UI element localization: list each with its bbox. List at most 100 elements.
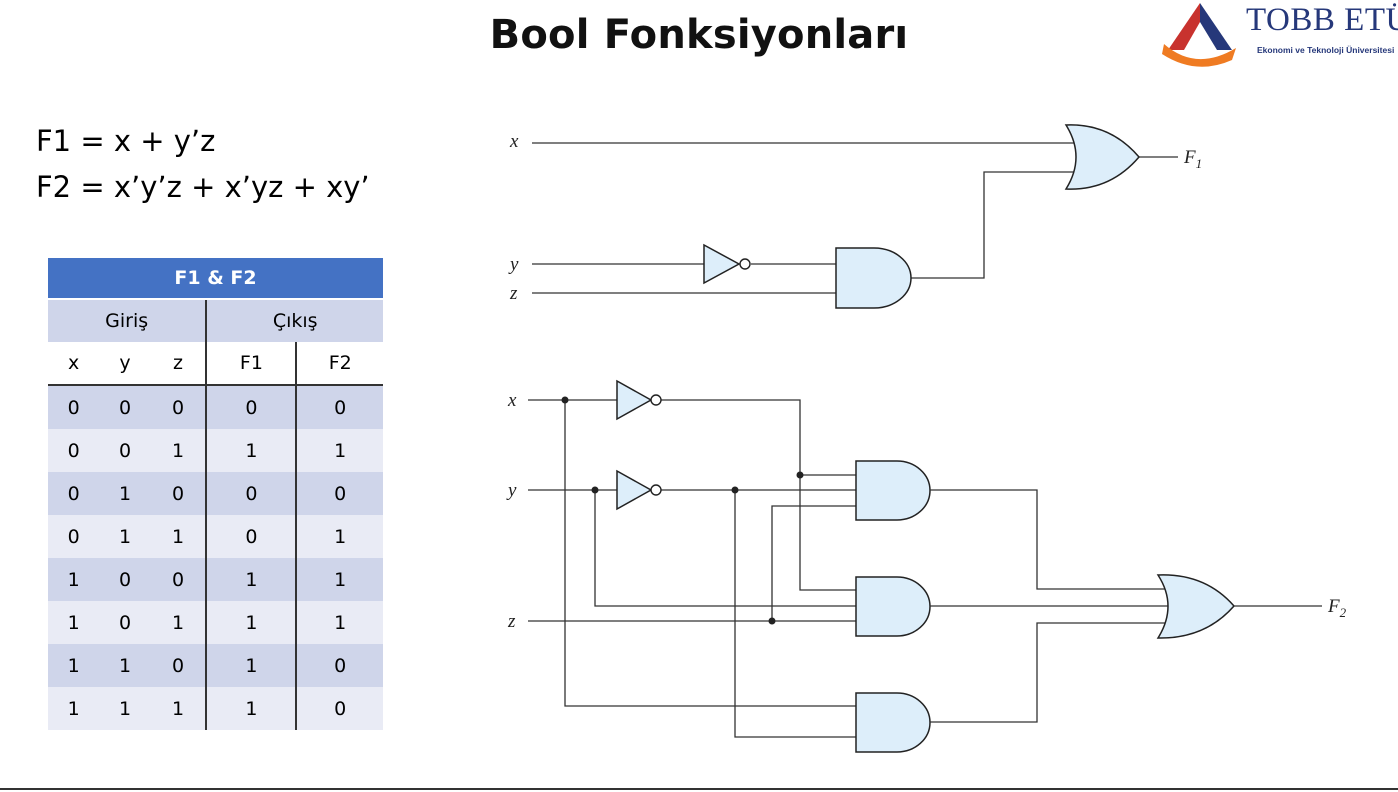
junction-dot [768,617,776,625]
table-cell-f2: 0 [295,472,383,515]
table-cell-x: 1 [48,644,100,687]
table-cell-z: 0 [150,472,207,515]
c2-not-gate-x [616,379,662,421]
table-cell-f2: 0 [295,687,383,730]
circuit-f2: x y z [506,379,1347,753]
c2-wire-y-to-and2 [594,490,856,607]
table-cell-f1: 0 [205,385,297,429]
table-cell-x: 1 [48,558,100,601]
c2-not-gate-y [616,469,662,511]
table-cell-f1: 1 [205,558,297,601]
col-z: z [150,342,207,386]
table-cell-x: 0 [48,385,100,429]
c2-output-label: F2 [1327,596,1347,620]
table-cell-z: 0 [150,644,207,687]
c2-wire-z-to-and1 [771,505,856,621]
table-cell-f1: 0 [205,515,297,558]
c1-and-gate [835,247,912,309]
table-cell-z: 1 [150,515,207,558]
junction-dot [591,486,599,494]
c2-and-gate-2 [855,576,931,637]
bottom-divider [0,788,1398,790]
equation-f2: F2 = x’y’z + x’yz + xy’ [36,170,370,204]
c2-input-y-label: y [506,480,517,501]
c2-and-gate-3 [855,692,931,753]
table-cell-z: 1 [150,429,207,472]
table-cell-z: 0 [150,385,207,429]
c1-input-z-label: z [509,283,518,304]
logo-emblem-icon [1162,3,1236,67]
col-y: y [99,342,151,386]
logo-name: TOBB ETÜ [1246,2,1398,38]
table-cell-x: 0 [48,515,100,558]
c1-input-y-label: y [508,254,519,275]
table-cell-f2: 1 [295,429,383,472]
table-cell-y: 1 [99,644,151,687]
table-cell-x: 0 [48,429,100,472]
table-cell-y: 0 [99,601,151,644]
table-cell-x: 1 [48,601,100,644]
c2-wire-xnot [661,399,856,591]
c2-input-x-label: x [507,390,517,411]
c2-or-gate [1156,574,1235,639]
table-cell-f2: 1 [295,601,383,644]
junction-dot [561,396,569,404]
table-cell-f1: 1 [205,644,297,687]
c2-wire-and1-out [930,489,1168,590]
c1-not-gate [703,243,751,285]
table-cell-f2: 0 [295,644,383,687]
col-f1: F1 [205,342,297,386]
table-cell-y: 0 [99,558,151,601]
table-cell-y: 1 [99,515,151,558]
table-cell-z: 1 [150,601,207,644]
table-cell-y: 1 [99,472,151,515]
table-cell-f2: 1 [295,515,383,558]
table-cell-x: 0 [48,472,100,515]
table-title: F1 & F2 [48,258,383,300]
col-f2: F2 [295,342,383,386]
c2-wire-ynot-to-and3 [734,490,856,738]
group-output: Çıkış [205,299,383,342]
slide-title: Bool Fonksiyonları [489,12,909,58]
table-cell-x: 1 [48,687,100,730]
table-cell-y: 0 [99,429,151,472]
table-cell-f1: 1 [205,601,297,644]
table-cell-f2: 0 [295,385,383,429]
c2-and-gate-1 [855,460,931,521]
c1-wire-and-out [911,171,1075,279]
col-x: x [48,342,100,386]
table-cell-f1: 1 [205,687,297,730]
junction-dot [796,471,804,479]
university-logo: TOBB ETÜ Ekonomi ve Teknoloji Üniversite… [1160,0,1398,68]
table-cell-z: 0 [150,558,207,601]
table-cell-z: 1 [150,687,207,730]
table-cell-f1: 0 [205,472,297,515]
circuit-f1: x y z F1 [508,124,1202,309]
equation-f1: F1 = x + y’z [36,124,216,158]
table-cell-f2: 1 [295,558,383,601]
c2-wire-x-to-and3 [564,400,856,707]
table-cell-y: 0 [99,385,151,429]
table-cell-y: 1 [99,687,151,730]
group-input: Giriş [48,299,207,342]
c2-wire-and3-out [930,622,1168,723]
logo-subtitle: Ekonomi ve Teknoloji Üniversitesi [1257,45,1395,55]
table-cell-f1: 1 [205,429,297,472]
c1-output-label: F1 [1183,147,1202,171]
c2-input-z-label: z [507,611,516,632]
junction-dot [731,486,739,494]
equations: F1 = x + y’z F2 = x’y’z + x’yz + xy’ [36,118,370,210]
c1-input-x-label: x [509,131,519,152]
c1-or-gate [1064,124,1140,190]
